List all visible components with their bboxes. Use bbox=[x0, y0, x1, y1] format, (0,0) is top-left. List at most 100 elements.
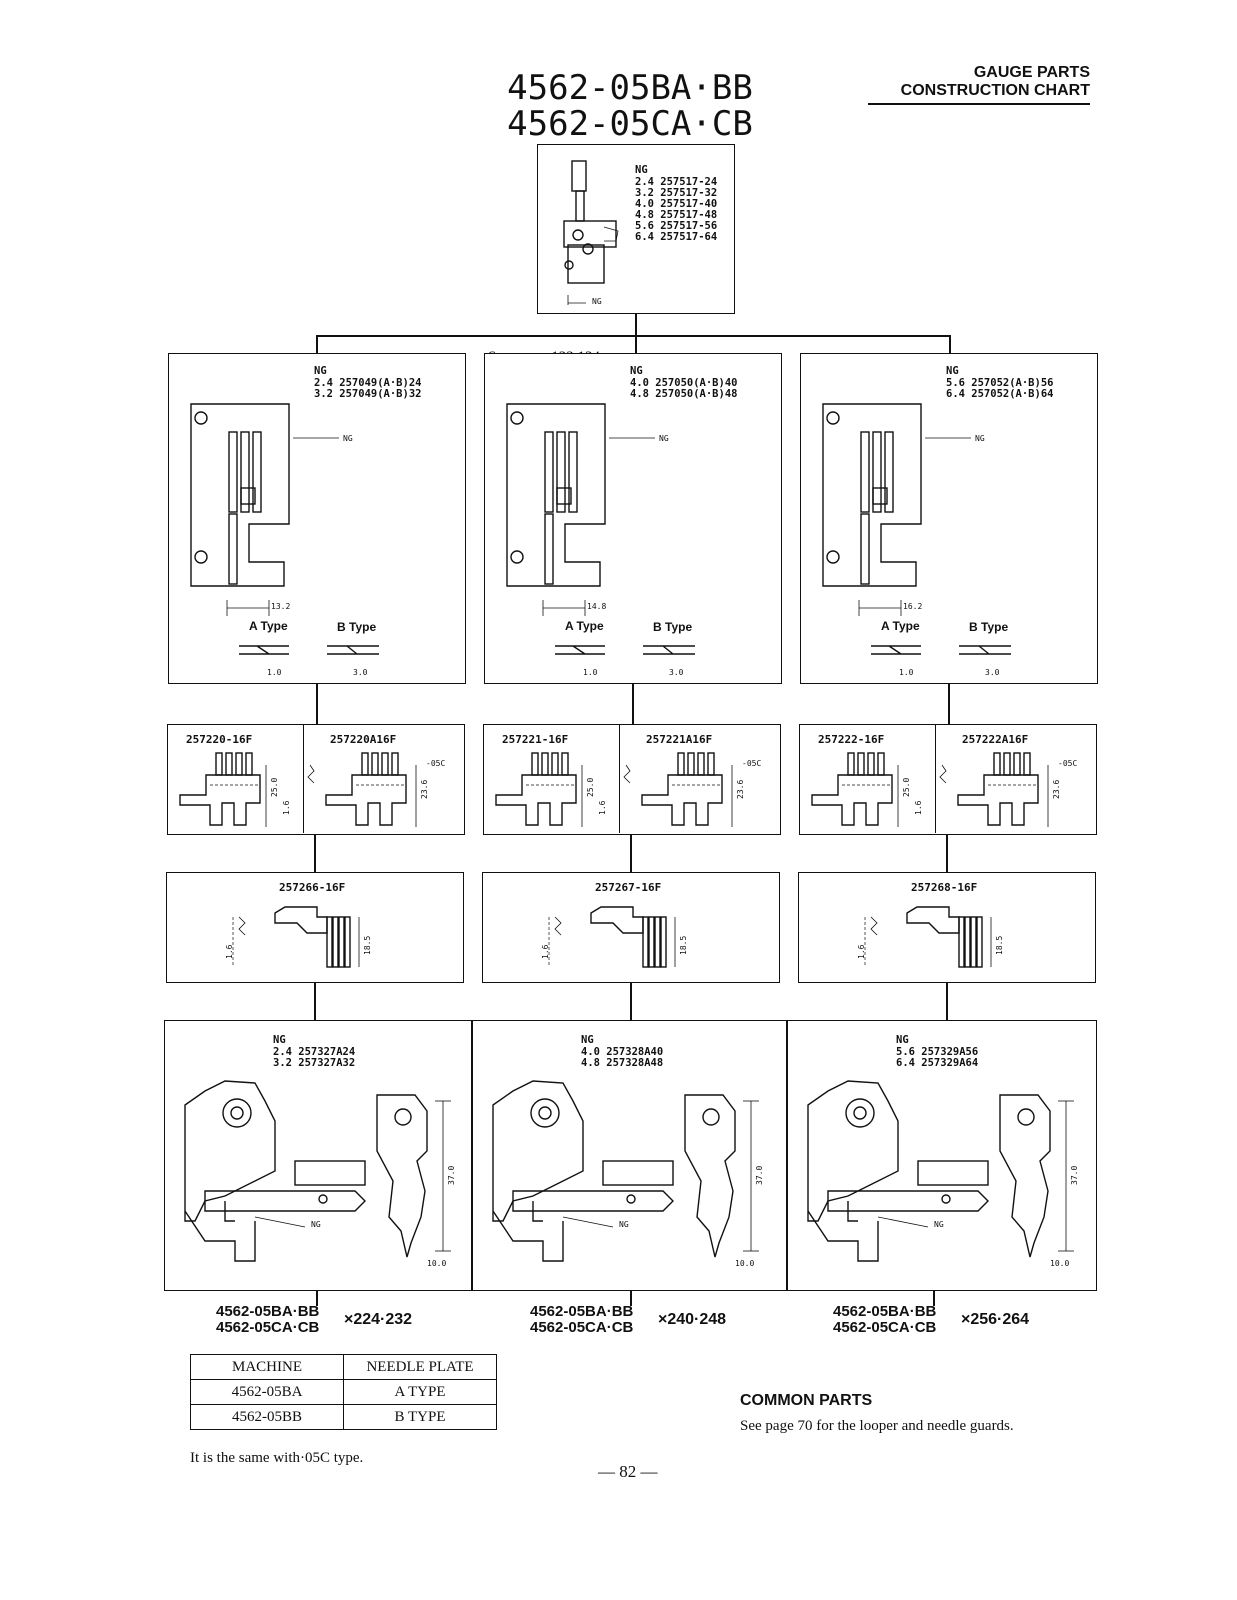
top-part-item: 6.4 257517-64 bbox=[635, 231, 718, 243]
title-line-2: 4562-05CA·CB bbox=[507, 104, 753, 144]
connector bbox=[630, 834, 632, 874]
needle-clamp-drawing bbox=[563, 160, 619, 305]
chart-header: GAUGE PARTS CONSTRUCTION CHART bbox=[830, 64, 1090, 100]
feed-dog-suffix: -05C bbox=[1058, 759, 1078, 768]
feed-dog-part-right: 257220A16F bbox=[330, 733, 397, 746]
feed-dog-part-left: 257222-16F bbox=[818, 733, 885, 746]
presser-foot-ng-callout: NG bbox=[311, 1220, 321, 1229]
presser-foot-ng-callout: NG bbox=[934, 1220, 944, 1229]
presser-foot-ng-callout: NG bbox=[619, 1220, 629, 1229]
needle-plate-ng-callout: NG bbox=[343, 434, 353, 443]
page-number: — 82 — bbox=[598, 1462, 658, 1481]
a-type-dim: 1.0 bbox=[583, 668, 598, 677]
presser-foot-ng-label: NG bbox=[581, 1034, 594, 1046]
needle-plate-drawing bbox=[190, 403, 379, 655]
presser-foot-drawing bbox=[807, 1080, 1074, 1262]
presser-foot-dim-a: 37.0 bbox=[755, 1165, 764, 1185]
connector bbox=[949, 335, 951, 355]
diff-feed-part: 257268-16F bbox=[911, 881, 978, 894]
presser-foot-dim-b: 10.0 bbox=[1050, 1259, 1070, 1268]
needle-plate-ng-callout: NG bbox=[659, 434, 669, 443]
top-part-item: 5.6 257517-56 bbox=[635, 220, 718, 232]
connector bbox=[316, 1290, 318, 1306]
diff-feed-drawing bbox=[232, 906, 360, 968]
feed-dog-part-left: 257220-16F bbox=[186, 733, 253, 746]
header-line-1: GAUGE PARTS bbox=[973, 64, 1090, 81]
needle-plate-dim: 13.2 bbox=[271, 602, 291, 611]
b-type-dim: 3.0 bbox=[669, 668, 684, 677]
needle-plate-ng-label: NG bbox=[314, 365, 327, 377]
top-part-item: 3.2 257517-32 bbox=[635, 187, 718, 199]
a-type-label: A Type bbox=[249, 619, 288, 633]
connector bbox=[948, 683, 950, 725]
connector bbox=[314, 982, 316, 1022]
a-type-dim: 1.0 bbox=[899, 668, 914, 677]
needle-plate-ng-label: NG bbox=[946, 365, 959, 377]
model-line-2: 4562-05CA·CB bbox=[833, 1319, 937, 1336]
top-part-dim-label: NG bbox=[592, 297, 602, 306]
diff-feed-dim-b: 18.5 bbox=[363, 935, 372, 955]
model-line-2: 4562-05CA·CB bbox=[216, 1319, 320, 1336]
top-part-ng-label: NG bbox=[635, 164, 648, 176]
connector bbox=[316, 335, 950, 337]
feed-dog-dim-b: 1.6 bbox=[914, 800, 923, 815]
needle-plate-item: 3.2 257049(A·B)32 bbox=[314, 388, 422, 400]
connector bbox=[630, 982, 632, 1022]
feed-dog-divider bbox=[303, 725, 305, 833]
needle-plate-dim: 16.2 bbox=[903, 602, 923, 611]
b-type-label: B Type bbox=[653, 620, 693, 634]
connector bbox=[632, 683, 634, 725]
top-part-item: 4.0 257517-40 bbox=[635, 198, 718, 210]
feed-dog-dim-c: 23.6 bbox=[1052, 779, 1061, 799]
feed-dog-part-left: 257221-16F bbox=[502, 733, 569, 746]
diff-feed-dim-a: 1.6 bbox=[541, 944, 550, 959]
connector bbox=[635, 313, 637, 355]
presser-foot-drawing bbox=[492, 1080, 759, 1262]
header-line-2: CONSTRUCTION CHART bbox=[900, 82, 1090, 99]
feed-dog-dim-c: 23.6 bbox=[736, 779, 745, 799]
feed-dog-suffix: -05C bbox=[742, 759, 762, 768]
header-underline bbox=[868, 103, 1090, 105]
connector bbox=[314, 834, 316, 874]
diff-feed-dim-a: 1.6 bbox=[857, 944, 866, 959]
feed-dog-dim-a: 25.0 bbox=[902, 777, 911, 797]
diff-feed-drawing bbox=[548, 906, 676, 968]
common-parts-title: COMMON PARTS bbox=[740, 1392, 873, 1409]
feed-dog-divider bbox=[935, 725, 937, 833]
needle-plate-item: 4.0 257050(A·B)40 bbox=[630, 377, 738, 389]
diff-feed-part: 257266-16F bbox=[279, 881, 346, 894]
needle-plate-item: 5.6 257052(A·B)56 bbox=[946, 377, 1054, 389]
diff-feed-box: 257267-16F 1.6 18.5 bbox=[482, 872, 780, 983]
presser-foot-dim-b: 10.0 bbox=[427, 1259, 447, 1268]
a-type-dim: 1.0 bbox=[267, 668, 282, 677]
page-title: 4562-05BA·BB 4562-05CA·CB bbox=[480, 70, 780, 142]
diff-feed-dim-a: 1.6 bbox=[225, 944, 234, 959]
diff-feed-dim-b: 18.5 bbox=[679, 935, 688, 955]
presser-foot-drawing bbox=[184, 1080, 451, 1262]
top-part-item: 2.4 257517-24 bbox=[635, 176, 718, 188]
feed-dog-drawing bbox=[811, 752, 1049, 827]
feed-dog-drawing bbox=[179, 752, 417, 827]
diff-feed-part: 257267-16F bbox=[595, 881, 662, 894]
presser-foot-dim-a: 37.0 bbox=[447, 1165, 456, 1185]
needle-plate-drawing bbox=[506, 403, 695, 655]
feed-dog-divider bbox=[619, 725, 621, 833]
presser-foot-item: 3.2 257327A32 bbox=[273, 1057, 356, 1069]
presser-foot-item: 5.6 257329A56 bbox=[896, 1046, 979, 1058]
needle-plate-item: 2.4 257049(A·B)24 bbox=[314, 377, 422, 389]
needle-plate-item: 4.8 257050(A·B)48 bbox=[630, 388, 738, 400]
connector bbox=[946, 834, 948, 874]
feed-dog-suffix: -05C bbox=[426, 759, 446, 768]
model-suffix: ×240·248 bbox=[658, 1311, 727, 1328]
presser-foot-item: 2.4 257327A24 bbox=[273, 1046, 356, 1058]
model-line-1: 4562-05BA·BB bbox=[833, 1303, 937, 1320]
